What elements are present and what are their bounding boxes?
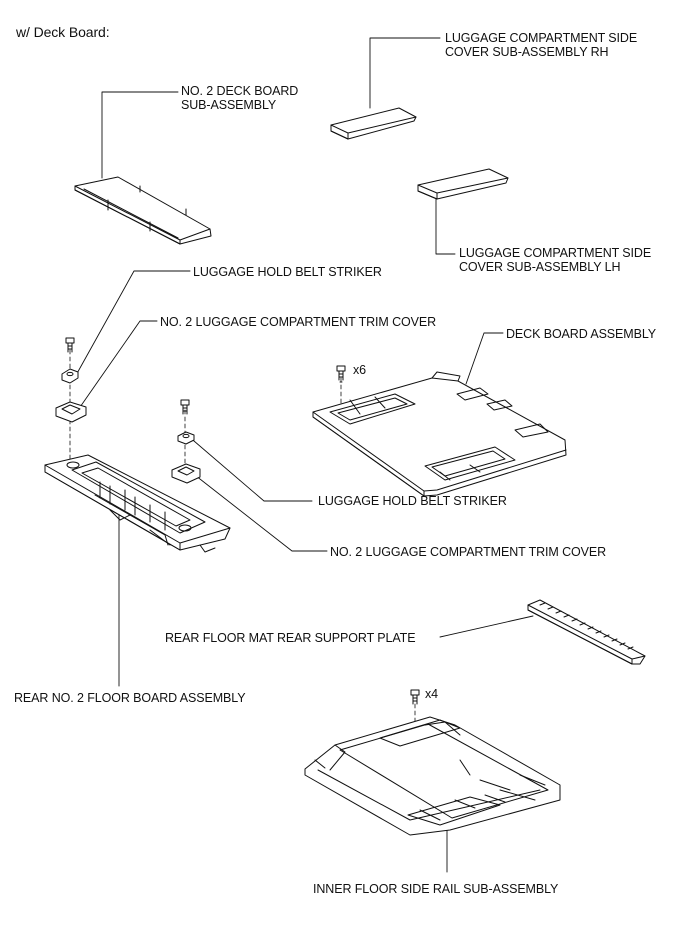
label-trim-cover-2: NO. 2 LUGGAGE COMPARTMENT TRIM COVER xyxy=(330,545,607,559)
rear-floor-board xyxy=(44,454,231,553)
side-cover-lh xyxy=(417,168,509,200)
label-belt-striker-2: LUGGAGE HOLD BELT STRIKER xyxy=(318,494,507,508)
rear-support-plate xyxy=(527,599,646,665)
side-cover-rh xyxy=(330,107,417,140)
label-side-cover-rh: LUGGAGE COMPARTMENT SIDE COVER SUB-ASSEM… xyxy=(445,31,638,59)
label-qty-x6: x6 xyxy=(353,363,367,377)
leader-lines xyxy=(74,37,534,873)
label-belt-striker-1: LUGGAGE HOLD BELT STRIKER xyxy=(193,265,382,279)
label-deck-board-sub: NO. 2 DECK BOARD SUB-ASSEMBLY xyxy=(181,84,299,112)
deck-board-assembly xyxy=(312,365,567,497)
no2-deck-board xyxy=(74,176,212,245)
label-rear-support-plate: REAR FLOOR MAT REAR SUPPORT PLATE xyxy=(165,631,416,645)
label-deck-board-assy: DECK BOARD ASSEMBLY xyxy=(506,327,656,341)
fasteners-left xyxy=(55,337,201,484)
inner-side-rail xyxy=(304,689,561,836)
label-trim-cover-1: NO. 2 LUGGAGE COMPARTMENT TRIM COVER xyxy=(160,315,437,329)
header-title: w/ Deck Board: xyxy=(16,24,110,40)
label-qty-x4: x4 xyxy=(425,687,439,701)
label-side-cover-lh: LUGGAGE COMPARTMENT SIDE COVER SUB-ASSEM… xyxy=(459,246,652,274)
label-rear-floor-board: REAR NO. 2 FLOOR BOARD ASSEMBLY xyxy=(14,691,246,705)
label-inner-side-rail: INNER FLOOR SIDE RAIL SUB-ASSEMBLY xyxy=(313,882,559,896)
